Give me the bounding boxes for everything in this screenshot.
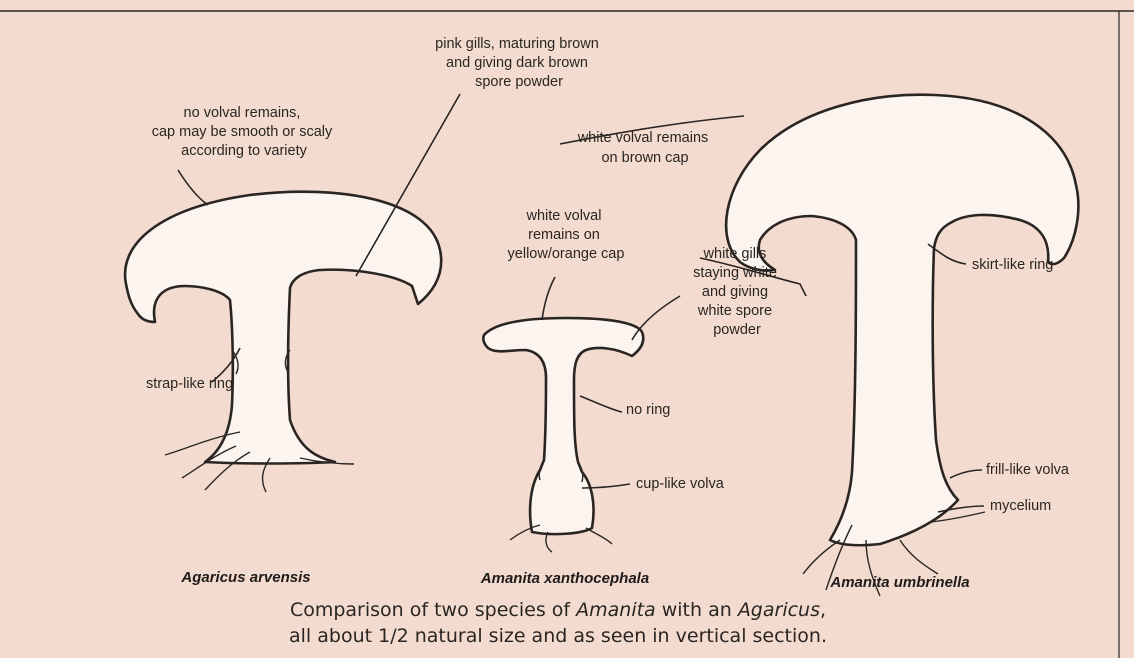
label-agaricus-cap: no volval remains, cap may be smooth or … — [152, 105, 337, 159]
caption-line1: Comparison of two species of Amanita wit… — [290, 599, 826, 621]
umbr-root — [803, 540, 840, 574]
label-white-gills: white gills staying white and giving whi… — [693, 246, 781, 338]
label-agaricus-gills: pink gills, maturing brown and giving da… — [435, 36, 603, 90]
label-agaricus-ring: strap-like ring — [146, 376, 233, 392]
label-xantho-cap: white volval remains on yellow/orange ca… — [508, 208, 625, 262]
agaricus-mushroom — [125, 192, 441, 492]
agaricus-body — [125, 192, 441, 464]
label-umbr-cap: white volval remains on brown cap — [577, 130, 713, 166]
label-umbr-mycelium: mycelium — [990, 498, 1051, 514]
label-xantho-ring: no ring — [626, 402, 670, 418]
leader-xantho-cap — [542, 277, 555, 320]
umbr-root — [900, 540, 938, 574]
umbr-mushroom — [726, 95, 1078, 596]
xantho-root — [586, 528, 612, 544]
leader-xantho-ring — [580, 396, 622, 412]
xantho-mushroom — [483, 318, 643, 552]
species-umbr: Amanita umbrinella — [829, 574, 969, 591]
label-umbr-volva: frill-like volva — [986, 462, 1070, 478]
species-agaricus: Agaricus arvensis — [180, 569, 310, 586]
xantho-body — [483, 318, 643, 534]
leader-agaricus-cap — [178, 170, 208, 205]
leader-umbr-volva — [950, 470, 982, 478]
label-umbr-ring: skirt-like ring — [972, 257, 1053, 273]
species-xantho: Amanita xanthocephala — [480, 570, 649, 587]
caption-line2: all about 1/2 natural size and as seen i… — [289, 625, 827, 647]
label-xantho-volva: cup-like volva — [636, 476, 725, 492]
